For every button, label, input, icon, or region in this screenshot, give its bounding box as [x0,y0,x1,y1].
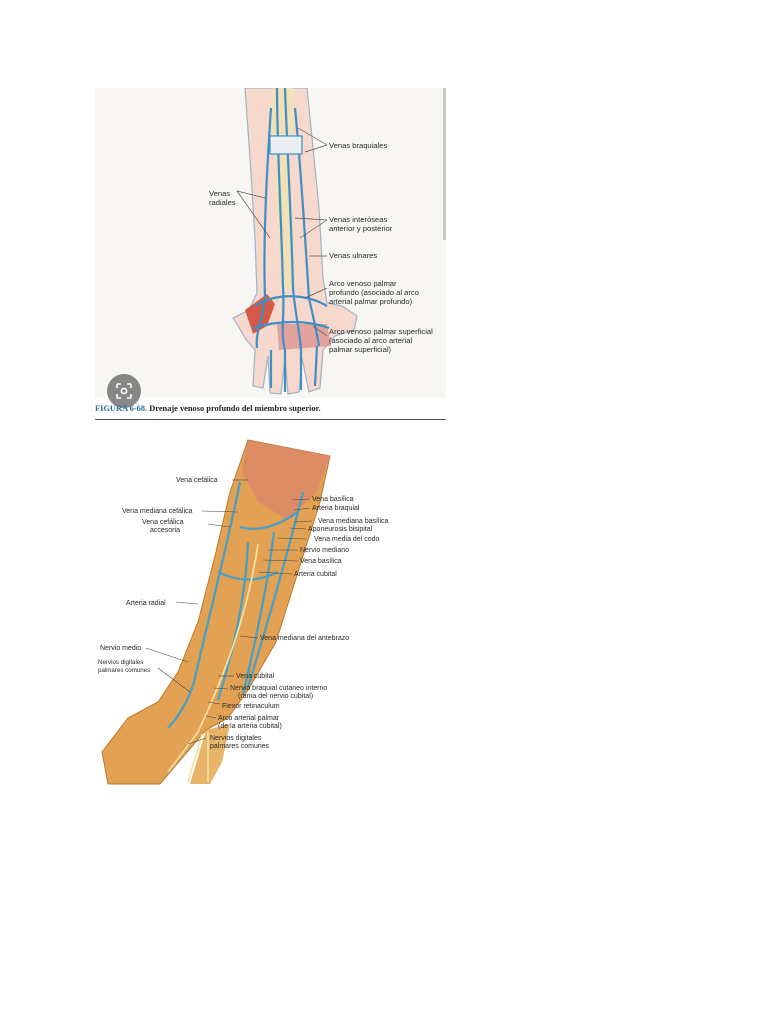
label-venas-braquiales: Venas braquiales [329,141,387,150]
figure-venous-drainage: Venas braquiales Venas radiales Venas in… [95,87,446,398]
label-vena-cubital: Vena cubital [236,673,275,680]
forearm-nerves [167,543,259,783]
lens-search-button[interactable] [107,374,141,408]
figure1-leaders [236,127,328,337]
hand-shape [190,724,230,784]
label-digitales-izq-1: Nervios digitales [98,659,143,666]
label-arco-profundo-1: Arco venoso palmar [329,279,397,288]
label-arco-arterial-1: Arco arterial palmar [218,715,280,722]
label-venas-radiales-1: Venas [209,189,230,198]
label-mediana-cefalica: Vena mediana cefálica [122,508,193,515]
figure-forearm-superficial: Vena cefálica Vena basílica Arteria braq… [98,432,398,790]
label-interoseas-1: Venas interóseas [329,215,387,224]
label-arteria-radial: Arteria radial [126,600,166,607]
label-digitales-der-1: Nervios digitales [210,735,262,742]
label-arteria-braquial: Arteria braquial [312,505,360,512]
elbow-joint [269,135,303,155]
label-vena-cefalica: Vena cefálica [176,477,218,484]
label-arco-arterial-2: (de la arteria cubital) [218,723,282,730]
label-arco-superficial-1: Arco venoso palmar superficial [329,327,433,336]
forearm-veins [167,481,305,729]
label-nervio-medio: Nervio medio [100,645,141,652]
label-venas-radiales-2: radiales [209,198,236,207]
label-interoseas-2: anterior y posterior [329,224,393,233]
label-aponeurosis: Aponeurosis bisipital [308,526,373,533]
figure1-illustration: Venas braquiales Venas radiales Venas in… [209,87,433,395]
biceps-tendon [242,440,330,520]
label-cefalica-accesoria-1: Vena cefálica [142,519,184,526]
label-ulnares: Venas ulnares [329,251,377,260]
label-arco-superficial-3: palmar superficial) [329,345,392,354]
label-braquial-cutaneo-1: Nervio braquial cutaneo interno [230,685,327,692]
caption-number: FIGURA 6-68. [95,404,148,413]
figure1-edge [443,88,446,240]
label-arco-profundo-2: profundo (asociado al arco [329,288,419,297]
label-vena-basilica-top: Vena basílica [312,496,354,503]
caption-text: Drenaje venoso profundo del miembro supe… [147,404,321,413]
figure2-illustration: Vena cefálica Vena basílica Arteria braq… [98,439,389,785]
label-mediana-basilica: Vena mediana basílica [318,518,389,525]
label-arco-profundo-3: arterial palmar profundo) [329,297,413,306]
label-mediana-antebrazo: Vena mediana del antebrazo [260,635,349,642]
figure2-leaders [145,479,313,745]
label-arco-superficial-2: (asociado al arco arterial [329,336,412,345]
lens-icon [116,383,132,399]
label-braquial-cutaneo-2: (rama del nervio cubital) [238,693,313,700]
figure1-caption: FIGURA 6-68. Drenaje venoso profundo del… [95,404,446,413]
label-nervio-mediano: Nervio mediano [300,547,349,554]
label-digitales-izq-2: palmares comunes [98,667,150,674]
label-flexor: Flexor retinaculum [222,703,280,710]
label-arteria-cubital: Arteria cubital [294,571,337,578]
label-cefalica-accesoria-2: accesoria [150,527,180,534]
label-media-codo: Vena media del codo [314,536,379,543]
label-vena-basilica: Vena basílica [300,558,342,565]
caption-rule [95,419,446,420]
label-digitales-der-2: palmares comunes [210,743,270,750]
